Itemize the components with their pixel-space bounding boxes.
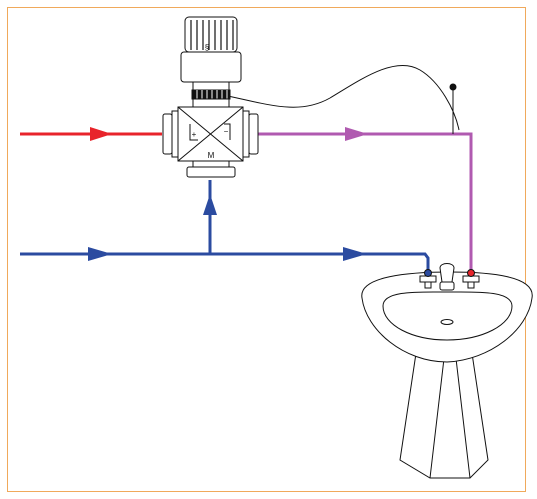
- knob-symbol: §: [205, 43, 209, 52]
- mixed-outlet-pipe: [258, 127, 473, 270]
- drain: [440, 319, 454, 325]
- mixed-port-label: M: [208, 151, 215, 160]
- washbasin: [361, 271, 533, 479]
- basin-bowl: [382, 291, 513, 341]
- hot-inlet-pipe: [20, 127, 162, 141]
- sensor-bulb: [449, 83, 457, 91]
- remote-sensor: [227, 65, 460, 134]
- cold-supply-pipe: [20, 247, 430, 270]
- cold-flow-arrow: [88, 247, 112, 261]
- thermostatic-head: §: [180, 16, 242, 100]
- hot-flow-arrow: [90, 127, 112, 141]
- cold-port-label: −: [224, 127, 229, 136]
- cold-tap-indicator: [424, 269, 432, 277]
- cold-flow-arrow-2: [343, 247, 367, 261]
- hot-port-label: +: [192, 130, 197, 139]
- hot-tap: [462, 269, 480, 289]
- cold-up-arrow: [203, 194, 217, 215]
- cold-tap: [419, 269, 437, 289]
- faucet: [439, 263, 455, 291]
- mixed-flow-arrow: [345, 127, 368, 141]
- hot-tap-indicator: [467, 269, 475, 277]
- cold-to-valve-pipe: [203, 180, 217, 254]
- mixing-valve: [162, 98, 259, 178]
